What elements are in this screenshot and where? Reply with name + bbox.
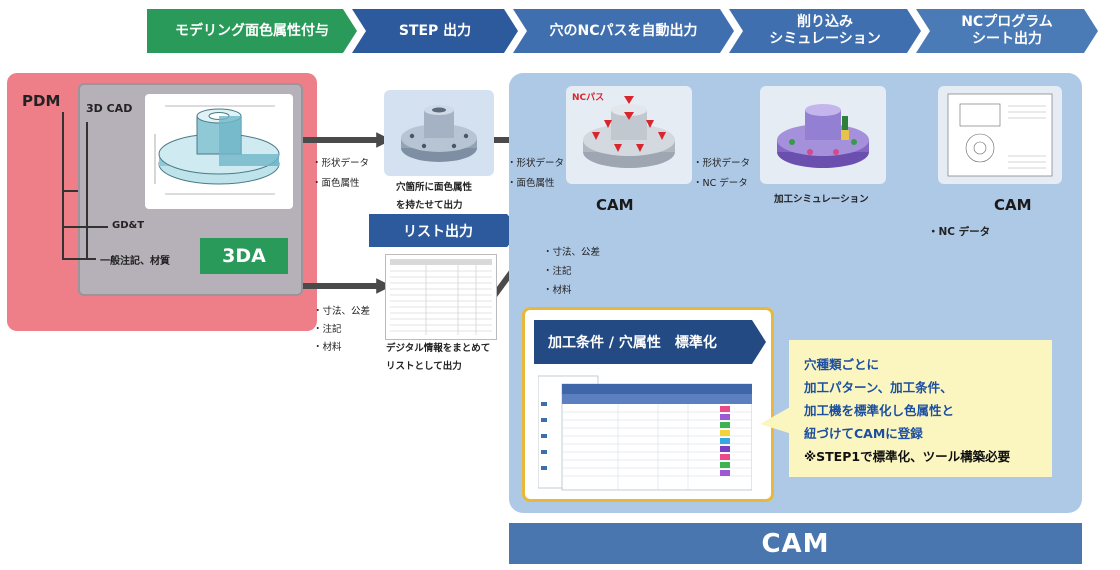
nc-path-svg [583,96,675,168]
list-output-banner-label: リスト出力 [403,223,473,240]
step-label-color: ・面色属性 [312,178,360,189]
cad-label: 3D CAD [86,102,133,115]
note-pointer [760,406,792,434]
standardization-table-svg [537,375,753,491]
pdm-tree-branch-cad [62,190,78,192]
note-line-5: ※STEP1で標準化、ツール構築必要 [804,449,1011,464]
standardization-banner-label: 加工条件 / 穴属性 標準化 [548,335,717,351]
nc-path-label: NCパス [572,93,605,103]
list-label-dim: ・寸法、公差 [313,306,371,317]
3da-badge: 3DA [200,238,288,274]
list-caption-2: リストとして出力 [386,361,462,372]
step-part-svg [401,105,477,162]
step-caption-1: 穴箇所に面色属性 [396,182,473,193]
pdm-tree-line [62,112,64,258]
cad-tree-branch-notes [62,258,96,260]
list-sheet-svg [390,259,492,335]
cam-footer-label: CAM [761,528,830,559]
step-nc-sheet-label-1: NCプログラム [961,14,1053,30]
step-modeling: モデリング面色属性付与 [147,9,357,53]
cad-model-svg [154,105,280,195]
nc-data-label: ・NC データ [928,226,991,238]
cam-list-label-material: ・材料 [543,285,572,296]
standardization-banner: 加工条件 / 穴属性 標準化 [534,320,766,364]
list-sheet-image [385,254,497,340]
list-caption-1: デジタル情報をまとめて [386,343,491,354]
nc-path-image [566,86,692,184]
notes-label: 一般注記、材質 [100,256,170,267]
simulation-image [760,86,886,184]
cam-out-label-nc: ・NC データ [693,178,748,189]
step-step-output-label: STEP 出力 [398,22,472,39]
step-label-shape: ・形状データ [312,158,370,169]
pdm-title: PDM [22,92,61,110]
step-nc-sheet: NCプログラム シート出力 [916,9,1098,53]
step-step-output: STEP 出力 [352,9,518,53]
cam2-label: CAM [994,196,1032,214]
cam-label: CAM [596,196,634,214]
list-label-material: ・材料 [313,342,342,353]
note-line-1: 穴種類ごとに [804,357,880,372]
cam-in-label-color: ・面色属性 [507,178,555,189]
simulation-caption: 加工シミュレーション [774,194,869,205]
nc-sheet-image [938,86,1062,184]
list-label-note: ・注記 [313,324,342,335]
step-part-image [384,90,494,176]
cam-list-label-note: ・注記 [543,266,572,277]
step-nc-path-label: 穴のNCパスを自動出力 [549,22,698,39]
gdt-label: GD&T [112,220,145,231]
standardization-table-image [537,374,753,492]
note-line-3: 加工機を標準化し色属性と [804,403,955,418]
3da-badge-label: 3DA [222,245,266,267]
step-modeling-label: モデリング面色属性付与 [175,22,329,39]
step-nc-sheet-label-2: シート出力 [972,31,1042,47]
note-box: 穴種類ごとに 加工パターン、加工条件、 加工機を標準化し色属性と 紐づけてCAM… [789,340,1052,477]
cad-tree-line [86,122,88,258]
nc-sheet-svg [947,93,1053,177]
list-output-banner: リスト出力 [369,214,521,247]
cam-footer-bar: CAM [509,523,1082,564]
step-caption-2: を持たせて出力 [396,200,463,211]
step-nc-path: 穴のNCパスを自動出力 [513,9,734,53]
note-line-2: 加工パターン、加工条件、 [804,380,953,395]
cam-list-label-dim: ・寸法、公差 [543,247,601,258]
step-simulation-label-2: シミュレーション [769,31,881,47]
simulation-svg [777,104,869,168]
note-line-4: 紐づけてCAMに登録 [804,426,923,441]
cad-model-image [145,94,293,209]
cam-in-label-shape: ・形状データ [507,158,565,169]
cam-out-label-shape: ・形状データ [693,158,751,169]
step-simulation-label-1: 削り込み [797,14,853,30]
step-simulation: 削り込み シミュレーション [729,9,921,53]
cad-tree-branch-gdt [62,226,108,228]
